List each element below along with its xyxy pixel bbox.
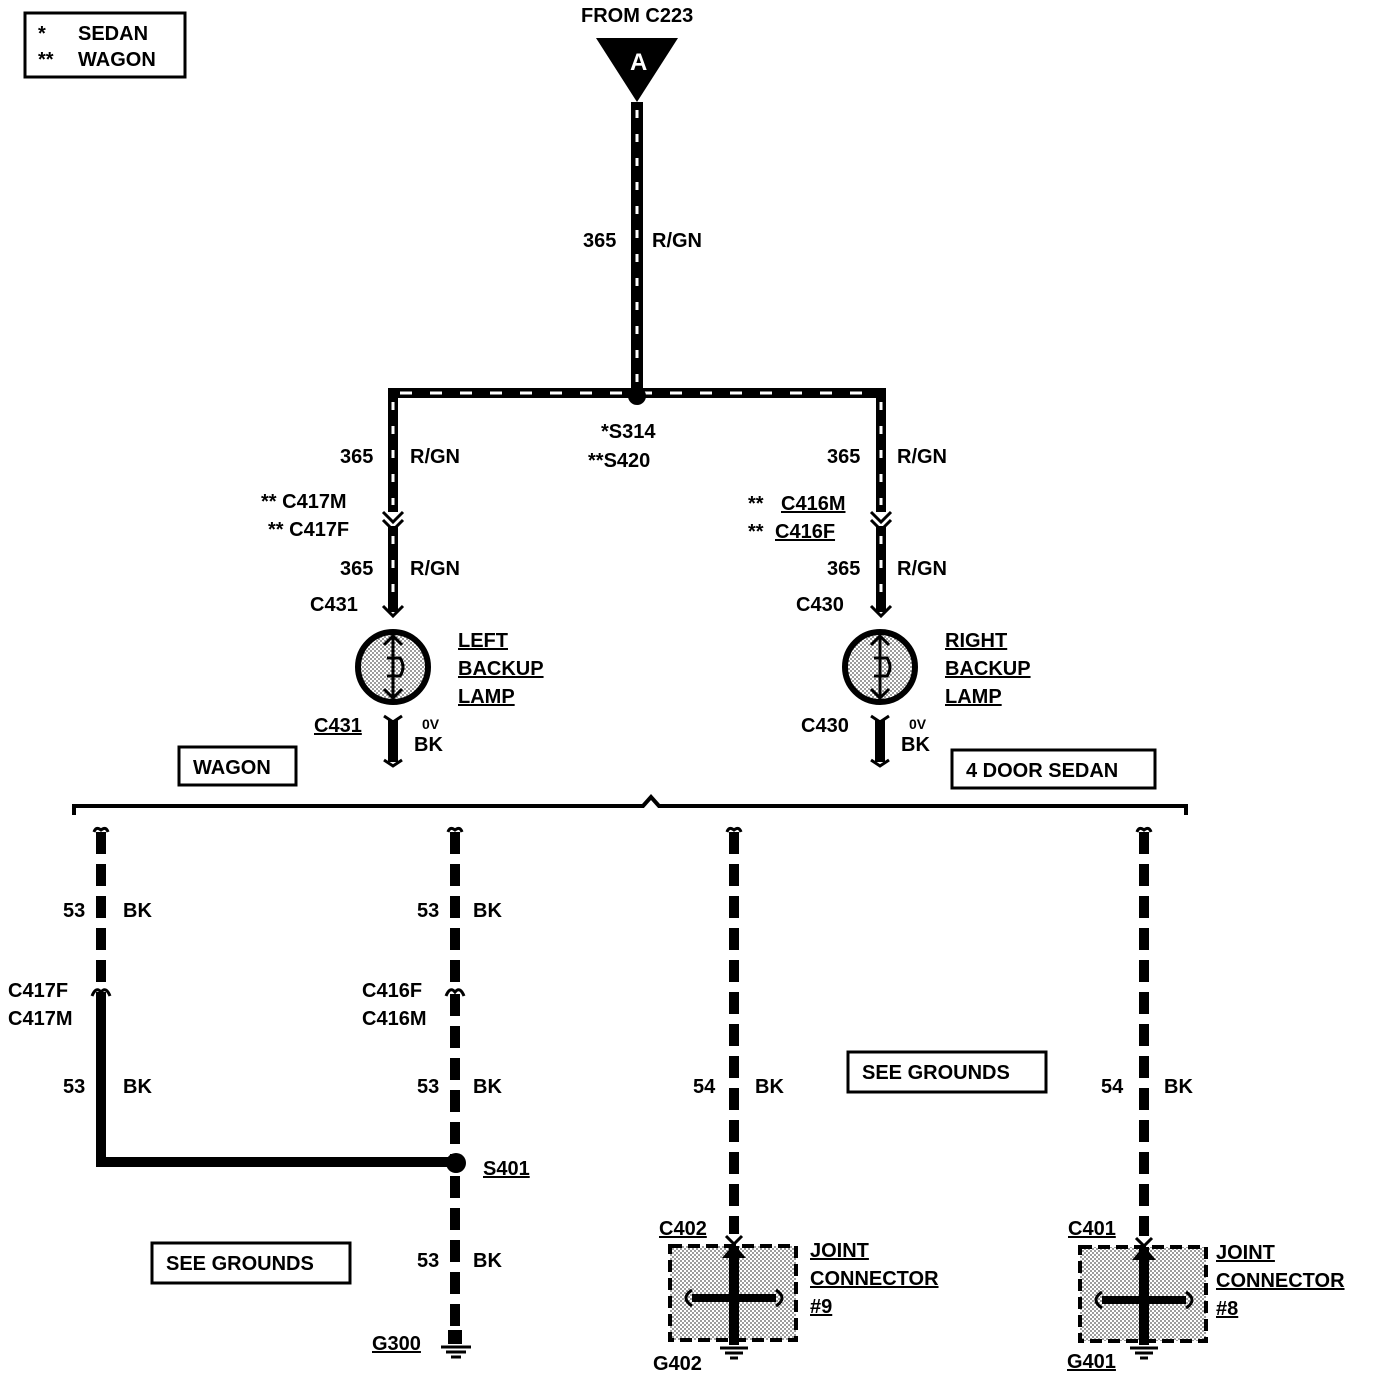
see-grounds-right-label: SEE GROUNDS bbox=[862, 1062, 1010, 1084]
right-circuit-upper: 365 bbox=[827, 446, 860, 468]
right-connector-f-prefix: ** bbox=[748, 521, 764, 543]
left-ground-color: BK bbox=[414, 734, 443, 756]
left-color-upper: R/GN bbox=[410, 446, 460, 468]
main-wire-color: R/GN bbox=[652, 230, 702, 252]
gsb-connector: C401 bbox=[1068, 1218, 1116, 1240]
ground-wagon-b: 53 BK C416F C416M 53 BK S401 53 BK G300 bbox=[362, 826, 530, 1359]
splice-wagon-label: **S420 bbox=[588, 450, 650, 472]
left-branch: 365 R/GN ** C417M ** C417F 365 R/GN C431… bbox=[261, 446, 544, 768]
gsa-color: BK bbox=[755, 1076, 784, 1098]
left-lamp-name-1: LEFT bbox=[458, 630, 508, 652]
left-voltage: 0V bbox=[422, 716, 440, 732]
legend-sedan-symbol: * bbox=[38, 23, 46, 45]
sedan-box bbox=[950, 748, 1157, 790]
ground-sedan-a: 54 BK C402 JOINT CONNECTOR #9 G402 bbox=[653, 826, 939, 1375]
left-lamp-connector: C431 bbox=[310, 594, 358, 616]
gwa-circuit-upper: 53 bbox=[63, 900, 85, 922]
main-wire bbox=[388, 102, 886, 512]
gwb-circuit-upper: 53 bbox=[417, 900, 439, 922]
right-lamp-name-3: LAMP bbox=[945, 686, 1002, 708]
gsb-joint-3: #8 bbox=[1216, 1298, 1238, 1320]
gwb-color-lower: BK bbox=[473, 1076, 502, 1098]
legend-wagon-label: WAGON bbox=[78, 49, 156, 71]
ground-sedan-b: 54 BK C401 JOINT CONNECTOR #8 G401 bbox=[1067, 826, 1345, 1373]
legend-box bbox=[23, 11, 187, 79]
gwa-connector-f: C417F bbox=[8, 980, 68, 1002]
right-lamp-connector: C430 bbox=[796, 594, 844, 616]
right-ground-connector: C430 bbox=[801, 715, 849, 737]
left-circuit-upper: 365 bbox=[340, 446, 373, 468]
gwb-color-upper: BK bbox=[473, 900, 502, 922]
see-grounds-right-box bbox=[846, 1050, 1048, 1094]
legend: * SEDAN ** WAGON bbox=[23, 11, 187, 79]
see-grounds-left-label: SEE GROUNDS bbox=[166, 1253, 314, 1275]
legend-wagon-symbol: ** bbox=[38, 49, 54, 71]
source-label: FROM C223 bbox=[581, 5, 693, 27]
gwa-color-upper: BK bbox=[123, 900, 152, 922]
gsb-color: BK bbox=[1164, 1076, 1193, 1098]
gsa-joint-2: CONNECTOR bbox=[810, 1268, 939, 1290]
gsb-circuit: 54 bbox=[1101, 1076, 1124, 1098]
splice-dot bbox=[628, 387, 646, 405]
source-connector-triangle bbox=[596, 38, 678, 102]
left-lamp-name-3: LAMP bbox=[458, 686, 515, 708]
gsa-ground-label: G402 bbox=[653, 1353, 702, 1375]
right-connector-f: C416F bbox=[775, 521, 835, 543]
right-voltage: 0V bbox=[909, 716, 927, 732]
gsa-joint-3: #9 bbox=[810, 1296, 832, 1318]
left-ground-connector: C431 bbox=[314, 715, 362, 737]
right-color-upper: R/GN bbox=[897, 446, 947, 468]
gsa-joint-1: JOINT bbox=[810, 1240, 869, 1262]
gwb-color-bottom: BK bbox=[473, 1250, 502, 1272]
left-connector-m: ** C417M bbox=[261, 491, 347, 513]
gwb-connector-m: C416M bbox=[362, 1008, 426, 1030]
gwb-ground-label: G300 bbox=[372, 1333, 421, 1355]
source-connector-letter: A bbox=[630, 49, 647, 76]
left-circuit-lower: 365 bbox=[340, 558, 373, 580]
gsa-circuit: 54 bbox=[693, 1076, 716, 1098]
left-color-lower: R/GN bbox=[410, 558, 460, 580]
right-connector-m-prefix: ** bbox=[748, 493, 764, 515]
right-circuit-lower: 365 bbox=[827, 558, 860, 580]
sedan-box-label: 4 DOOR SEDAN bbox=[966, 760, 1118, 782]
right-color-lower: R/GN bbox=[897, 558, 947, 580]
wagon-box bbox=[177, 745, 298, 787]
splice-sedan-label: *S314 bbox=[601, 421, 656, 443]
gwb-splice-label: S401 bbox=[483, 1158, 530, 1180]
gwa-circuit-lower: 53 bbox=[63, 1076, 85, 1098]
legend-sedan-label: SEDAN bbox=[78, 23, 148, 45]
right-ground-color: BK bbox=[901, 734, 930, 756]
gwb-circuit-lower: 53 bbox=[417, 1076, 439, 1098]
gsb-joint-1: JOINT bbox=[1216, 1242, 1275, 1264]
wagon-box-label: WAGON bbox=[193, 757, 271, 779]
gsb-ground-label: G401 bbox=[1067, 1351, 1116, 1373]
ground-wagon-a: 53 BK C417F C417M 53 BK bbox=[8, 826, 455, 1167]
right-connector-m: C416M bbox=[781, 493, 845, 515]
variant-bracket bbox=[72, 793, 1188, 815]
left-lamp-name-2: BACKUP bbox=[458, 658, 544, 680]
gwa-connector-m: C417M bbox=[8, 1008, 72, 1030]
gwa-color-lower: BK bbox=[123, 1076, 152, 1098]
right-branch: 365 R/GN ** C416M ** C416F 365 R/GN C430… bbox=[748, 446, 1031, 768]
right-lamp-name-2: BACKUP bbox=[945, 658, 1031, 680]
see-grounds-left-box bbox=[150, 1241, 352, 1285]
gwb-connector-f: C416F bbox=[362, 980, 422, 1002]
gsb-joint-2: CONNECTOR bbox=[1216, 1270, 1345, 1292]
splice-s401-dot bbox=[446, 1153, 466, 1173]
left-connector-f: ** C417F bbox=[268, 519, 349, 541]
right-lamp-name-1: RIGHT bbox=[945, 630, 1007, 652]
gwb-circuit-bottom: 53 bbox=[417, 1250, 439, 1272]
main-wire-circuit: 365 bbox=[583, 230, 616, 252]
gsa-connector: C402 bbox=[659, 1218, 707, 1240]
